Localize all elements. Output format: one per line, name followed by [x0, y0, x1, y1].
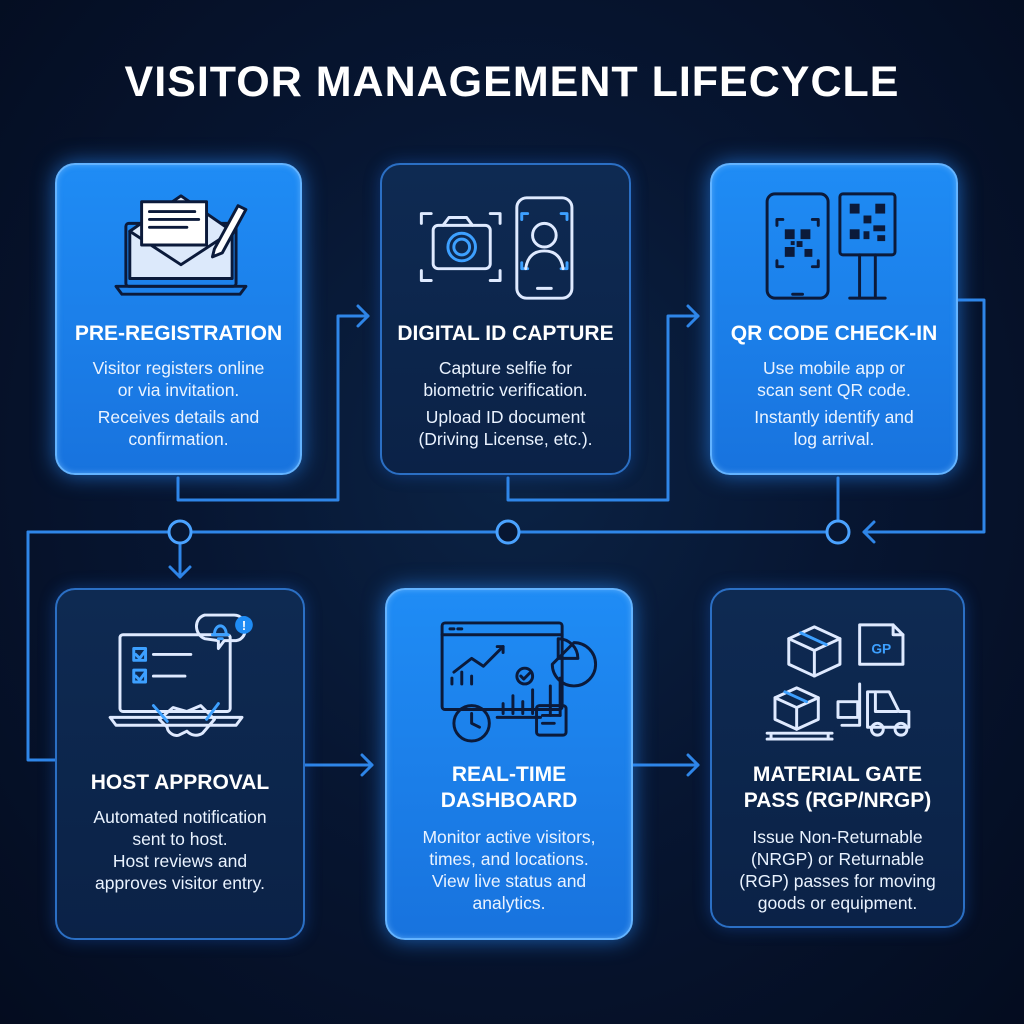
connector-right-loop [862, 298, 986, 534]
connector-1-2 [176, 314, 370, 502]
step-description: Automated notification sent to host. Hos… [93, 807, 267, 893]
forklift-boxes-icon: GP [765, 623, 911, 741]
step-card-material-gate-pass: GP MATERIAL GATE PASS (RGP/NRGP) Issue N… [710, 588, 965, 928]
junction-node [167, 519, 193, 545]
dashboard-chart-icon [440, 621, 598, 743]
junction-node [495, 519, 521, 545]
step-description: Visitor registers online or via invitati… [92, 358, 265, 449]
step-title: DIGITAL ID CAPTURE [397, 322, 614, 345]
arrow-head-2-3 [686, 304, 700, 328]
arrow-head-to-host [168, 565, 192, 579]
svg-text:GP: GP [871, 641, 891, 656]
camera-selfie-icon [419, 196, 574, 300]
step-title: PRE-REGISTRATION [74, 322, 283, 345]
step-description: Issue Non-Returnable (NRGP) or Returnabl… [739, 827, 936, 913]
step-card-digital-id-capture: DIGITAL ID CAPTURE Capture selfie for bi… [380, 163, 631, 475]
step-title: HOST APPROVAL [90, 771, 270, 794]
arrow-head-5-6 [686, 753, 700, 777]
step-title: MATERIAL GATE PASS (RGP/NRGP) [743, 763, 932, 812]
step-card-qr-code-check-in: QR CODE CHECK-IN Use mobile app or scan … [710, 163, 958, 475]
step-description: Monitor active visitors, times, and loca… [422, 827, 596, 913]
connector-left-drop [26, 530, 57, 762]
junction-node [825, 519, 851, 545]
step-card-host-approval: ! HOST APPROVAL Automated notification s… [55, 588, 305, 940]
page-title: VISITOR MANAGEMENT LIFECYCLE [124, 58, 900, 106]
step-title: QR CODE CHECK-IN [730, 322, 938, 345]
arrow-head-4-5 [360, 753, 374, 777]
step-description: Use mobile app or scan sent QR code. Ins… [754, 358, 914, 449]
qr-phone-kiosk-icon [765, 192, 897, 300]
connector-2-3 [506, 314, 700, 502]
arrow-head-loop [862, 520, 876, 544]
step-card-pre-registration: PRE-REGISTRATION Visitor registers onlin… [55, 163, 302, 475]
step-card-real-time-dashboard: REAL-TIME DASHBOARD Monitor active visit… [385, 588, 633, 940]
svg-text:!: ! [242, 618, 246, 633]
step-description: Capture selfie for biometric verificatio… [418, 358, 593, 449]
handshake-bell-icon: ! [108, 613, 253, 737]
step-title: REAL-TIME DASHBOARD [440, 763, 578, 812]
arrow-head-1-2 [356, 304, 370, 328]
laptop-envelope-icon [114, 194, 248, 296]
